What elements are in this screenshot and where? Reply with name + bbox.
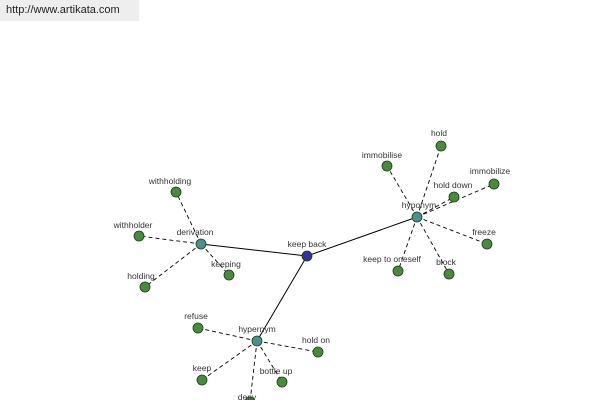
edge-keep-back-derivation (200, 243, 308, 257)
label-refuse[interactable]: refuse (184, 311, 208, 321)
edge-hyponym-keep-to-oneself (397, 216, 418, 272)
edge-hypernym-bottle-up (256, 340, 283, 383)
label-withholder[interactable]: withholder (113, 220, 153, 230)
label-freeze[interactable]: freeze (472, 227, 496, 237)
edge-keep-back-hyponym (306, 216, 418, 257)
leaf-node-keep[interactable] (196, 374, 208, 386)
edge-hypernym-keep (201, 340, 258, 381)
leaf-node-withholding[interactable] (170, 186, 182, 198)
leaf-node-hold-on[interactable] (312, 346, 324, 358)
edge-derivation-withholder (138, 235, 202, 245)
label-withholding[interactable]: withholding (148, 176, 192, 186)
label-hold[interactable]: hold (431, 128, 447, 138)
edge-derivation-withholding (175, 191, 202, 245)
leaf-node-immobilise[interactable] (381, 160, 393, 172)
label-hypernym[interactable]: hypernym (238, 324, 275, 334)
leaf-node-keep-to-oneself[interactable] (392, 265, 404, 277)
leaf-node-bottle-up[interactable] (276, 376, 288, 388)
label-keep-back[interactable]: keep back (288, 239, 327, 249)
leaf-node-refuse[interactable] (192, 322, 204, 334)
label-block[interactable]: block (436, 257, 457, 267)
edge-hypernym-deny (249, 340, 258, 400)
leaf-node-holding[interactable] (139, 281, 151, 293)
leaf-node-freeze[interactable] (481, 238, 493, 250)
edge-hyponym-hold (416, 145, 442, 218)
label-keeping[interactable]: keeping (211, 259, 241, 269)
center-node-keep-back[interactable] (301, 250, 313, 262)
label-derivation[interactable]: derivation (177, 227, 214, 237)
label-holding[interactable]: holding (127, 271, 155, 281)
label-deny[interactable]: deny (238, 392, 257, 400)
leaf-node-hold[interactable] (435, 140, 447, 152)
site-url[interactable]: http://www.artikata.com (6, 4, 120, 16)
relation-node-hyponym[interactable] (411, 211, 423, 223)
leaf-node-hold-down[interactable] (448, 191, 460, 203)
leaf-node-deny[interactable] (244, 396, 256, 400)
edge-derivation-holding (144, 243, 202, 288)
label-hold-down[interactable]: hold down (434, 180, 473, 190)
label-hold-on[interactable]: hold on (302, 335, 330, 345)
label-immobilise[interactable]: immobilise (362, 150, 402, 160)
url-banner: http://www.artikata.com (0, 0, 139, 21)
relation-node-hypernym[interactable] (251, 335, 263, 347)
label-keep-to-oneself[interactable]: keep to oneself (363, 254, 421, 264)
label-keep[interactable]: keep (193, 363, 212, 373)
label-hyponym[interactable]: hyponym (402, 200, 437, 210)
relation-node-derivation[interactable] (195, 238, 207, 250)
leaf-node-immobilize[interactable] (488, 178, 500, 190)
edge-hypernym-refuse (197, 327, 258, 342)
label-immobilize[interactable]: immobilize (470, 166, 510, 176)
edge-hyponym-freeze (416, 216, 488, 245)
leaf-node-withholder[interactable] (133, 230, 145, 242)
edge-hyponym-immobilise (386, 165, 418, 218)
edge-hyponym-hold-down (416, 196, 455, 218)
edge-keep-back-hypernym (256, 255, 308, 342)
label-bottle-up[interactable]: bottle up (260, 366, 293, 376)
leaf-node-block[interactable] (443, 268, 455, 280)
edge-hypernym-hold-on (256, 340, 319, 353)
leaf-node-keeping[interactable] (223, 269, 235, 281)
edge-hyponym-block (416, 216, 450, 275)
